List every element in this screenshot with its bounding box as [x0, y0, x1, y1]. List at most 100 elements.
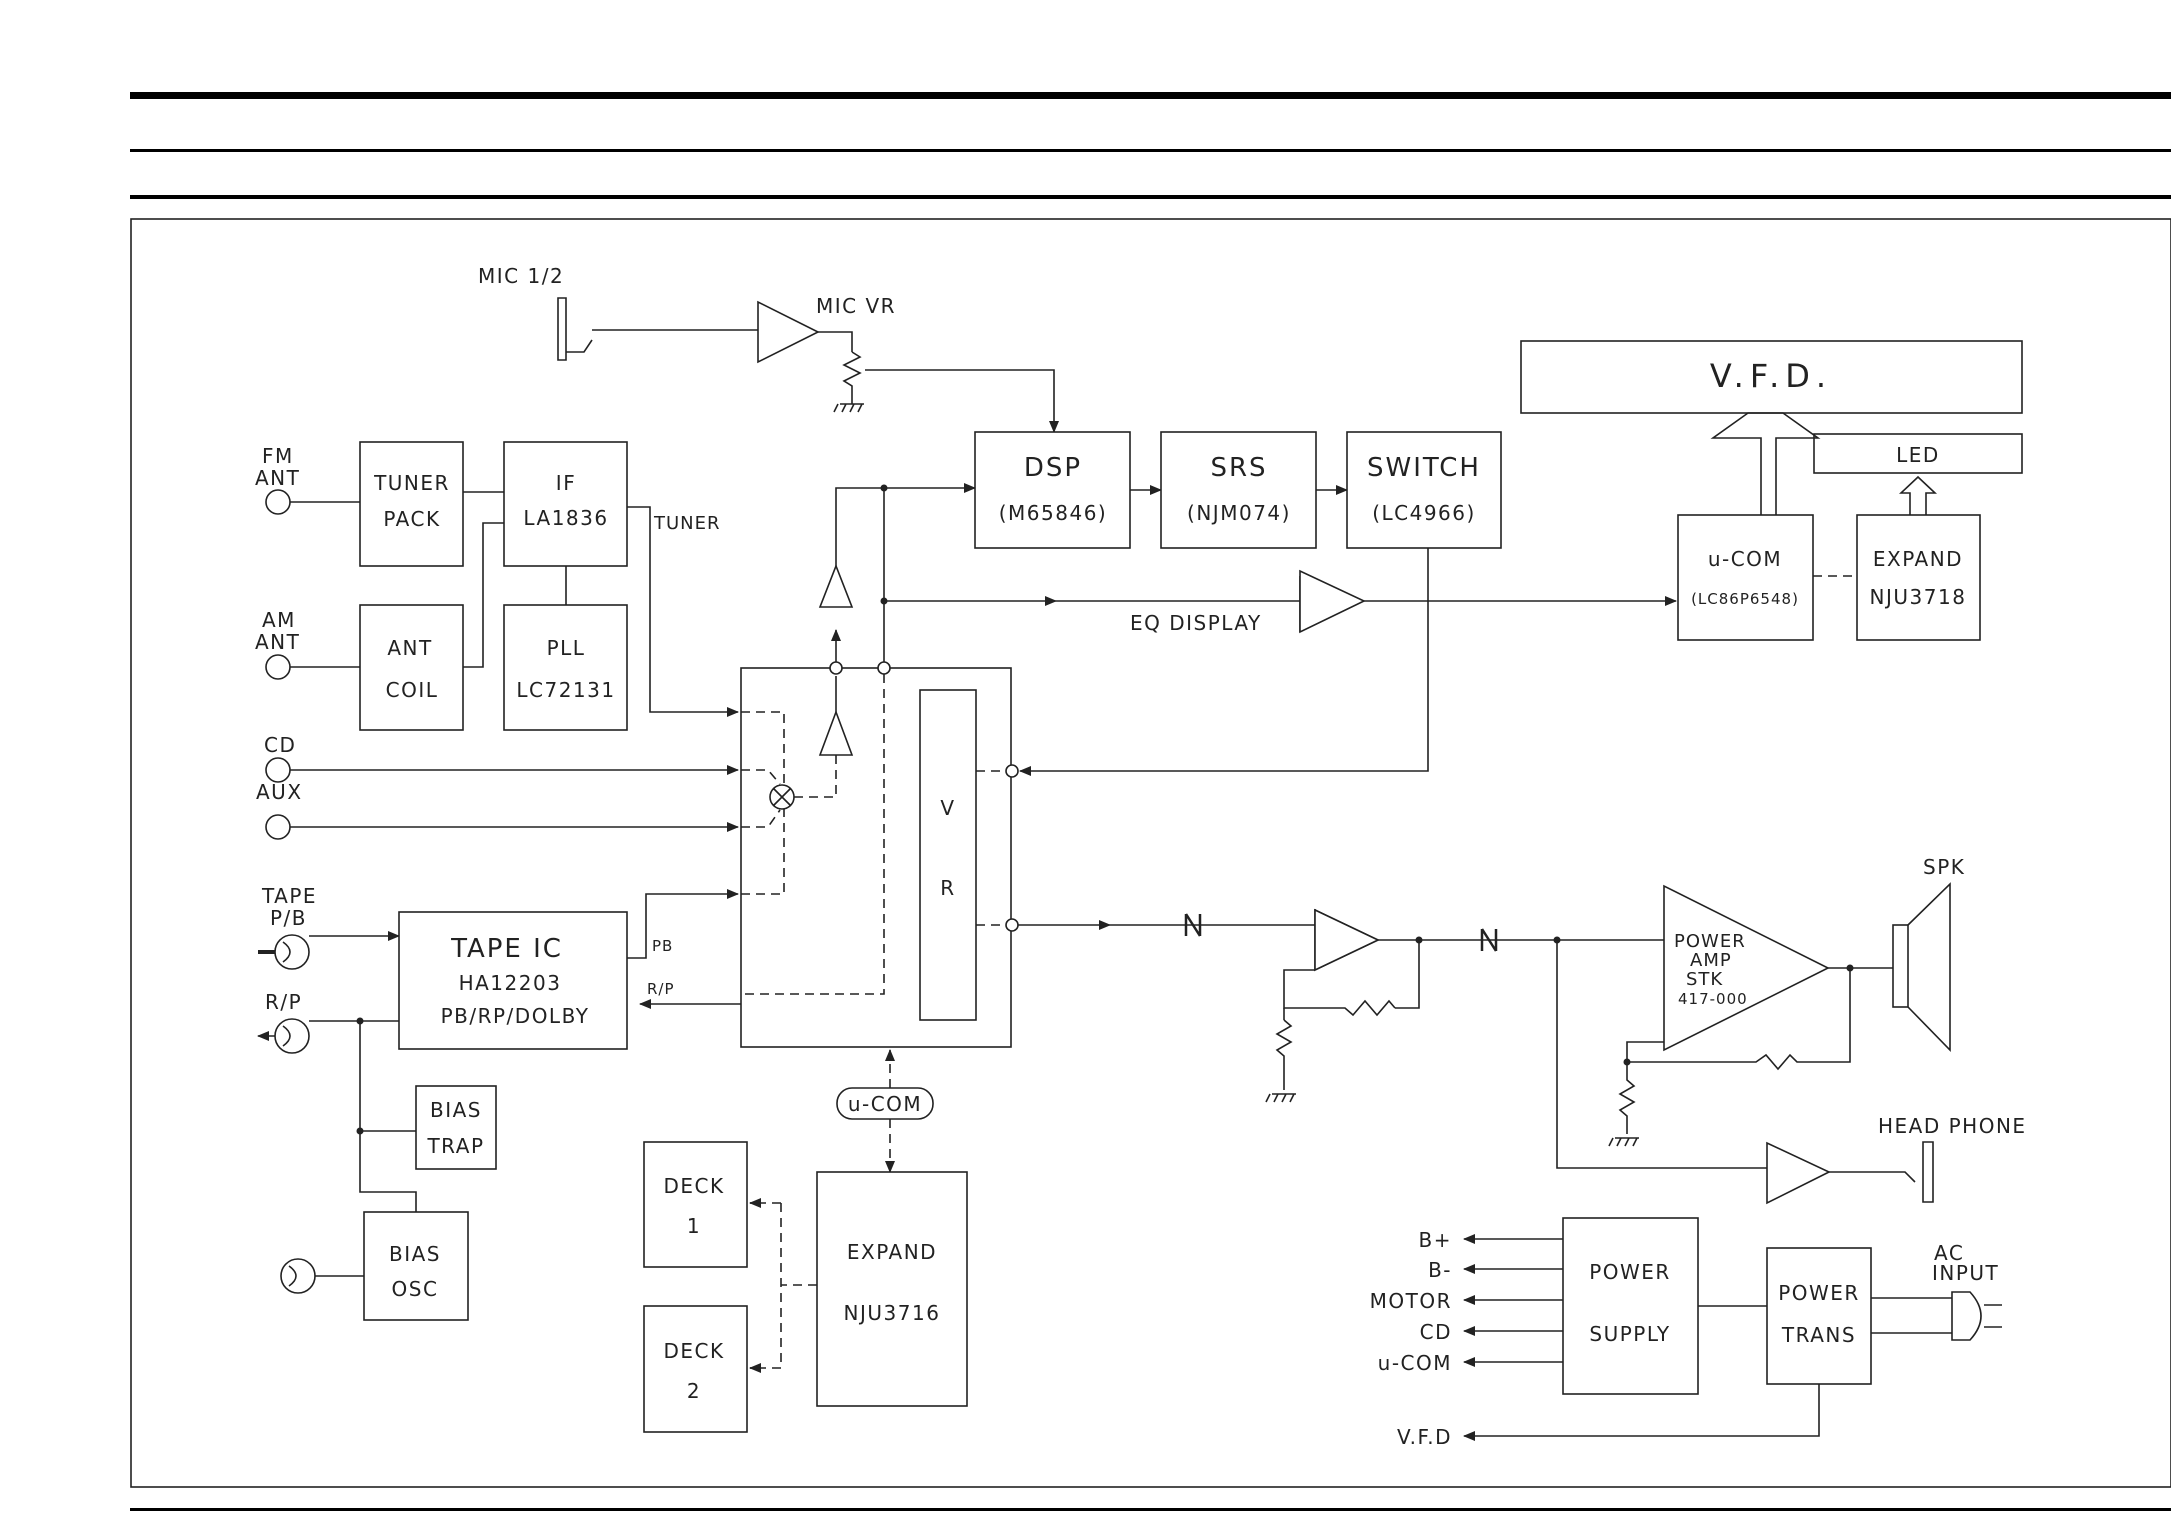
led-block [1813, 433, 2023, 474]
ucom-bus-badge [836, 1087, 934, 1120]
ac-plug-icon [1951, 1291, 2002, 1341]
ucom-block [1677, 514, 1814, 641]
tape-ic-block [398, 911, 628, 1050]
expand-bottom-text-2: NJU3716 [844, 1301, 941, 1325]
tuner-pack-block [359, 441, 464, 567]
tape-pb-label-2: P/B [270, 906, 307, 930]
amp-section: POWER AMP STK 417-000 SPK HEAD PHONE [1018, 855, 2027, 1205]
input-section: CD AUX [256, 733, 739, 840]
power-supply-text-2: SUPPLY [1589, 1322, 1670, 1346]
pb-line-label: PB [652, 937, 673, 955]
vfd-bus-arrow [1710, 412, 1821, 515]
if-block [503, 441, 628, 567]
vfd-block [1520, 340, 2023, 414]
power-out-label-motor: MOTOR [1370, 1289, 1452, 1313]
power-amp-triangle [1663, 884, 1830, 1052]
switch-block [1346, 431, 1502, 549]
eq-display-amp-triangle [1299, 569, 1366, 634]
ant-coil-text-2: COIL [386, 678, 439, 702]
power-trans-text-1: POWER [1778, 1281, 1860, 1305]
rp-label: R/P [265, 990, 302, 1014]
mic-vr-label: MIC VR [816, 294, 896, 318]
vr-text-2: R [940, 876, 955, 900]
led-text: LED [1896, 443, 1940, 467]
tape-pb-label-1: TAPE [261, 884, 317, 908]
bias-osc-block [363, 1211, 469, 1321]
tuner-pack-text-2: PACK [383, 507, 440, 531]
pll-block [503, 604, 628, 731]
power-supply-text-1: POWER [1589, 1260, 1671, 1284]
power-amp-text-4: 417-000 [1678, 990, 1748, 1008]
selector-section: V R [740, 483, 1300, 1048]
tuner-pack-text-1: TUNER [373, 471, 450, 495]
power-out-label-ucom: u-COM [1378, 1351, 1452, 1375]
power-out-label-cd: CD [1420, 1320, 1452, 1344]
srs-block [1160, 431, 1317, 549]
dsp-text-1: DSP [1024, 453, 1082, 483]
dsp-text-2: (M65846) [999, 501, 1107, 525]
output-buffer-triangle [818, 563, 854, 608]
bias-trap-block [415, 1085, 497, 1170]
bias-trap-text-2: TRAP [426, 1134, 484, 1158]
bias-osc-text-1: BIAS [389, 1242, 441, 1266]
ucom-text-1: u-COM [1708, 547, 1782, 571]
power-out-label-vfd: V.F.D [1397, 1425, 1452, 1449]
mic-jack-icon [557, 297, 593, 361]
rp-head-icon [257, 1018, 310, 1054]
if-text-2: LA1836 [523, 506, 608, 530]
cd-label: CD [264, 733, 296, 757]
fm-ant-label-2: ANT [255, 466, 300, 490]
mic-vr-resistor-icon [842, 351, 862, 400]
cd-jack-icon [265, 757, 291, 783]
expand-bottom-block [816, 1171, 968, 1407]
am-ant-label-2: ANT [255, 630, 300, 654]
deck-section: u-COM DECK 1 DECK 2 EXPAND NJU3716 [643, 1049, 968, 1433]
vr-block [919, 689, 977, 1021]
vfd-text: V.F.D. [1710, 357, 1832, 395]
power-outputs: B+ B- MOTOR CD u-COM V.F.D [1370, 1228, 1820, 1449]
dsp-chain: DSP (M65846) SRS (NJM074) SWITCH (LC4966… [974, 431, 1677, 776]
tape-ic-text-2: HA12203 [459, 971, 562, 995]
led-bus-arrow [1898, 475, 1938, 515]
deck1-text-1: DECK [663, 1174, 724, 1198]
pll-text-1: PLL [547, 636, 586, 660]
fm-ant-label-1: FM [262, 444, 294, 468]
head-phone-label: HEAD PHONE [1878, 1114, 2027, 1138]
dsp-block [974, 431, 1131, 549]
power-supply-block [1562, 1217, 1699, 1395]
srs-text-1: SRS [1210, 453, 1267, 483]
expand-bottom-text-1: EXPAND [847, 1240, 937, 1264]
power-section: POWER SUPPLY POWER TRANS AC INPUT B+ B- … [1370, 1217, 2002, 1449]
ant-coil-text-1: ANT [387, 636, 432, 660]
bias-osc-text-2: OSC [392, 1277, 439, 1301]
bias-trap-text-1: BIAS [430, 1098, 482, 1122]
power-amp-text-2: AMP [1690, 950, 1732, 971]
headphone-jack-icon [1922, 1141, 1934, 1203]
mic-amp-triangle [757, 300, 820, 364]
input-buffer-triangle [818, 709, 854, 756]
power-amp-text-3: STK [1686, 969, 1723, 990]
power-trans-block [1766, 1247, 1872, 1385]
spk-label: SPK [1923, 855, 1965, 879]
selector-block [740, 667, 1012, 1048]
power-amp-text-1: POWER [1674, 931, 1746, 952]
expand-top-text-1: EXPAND [1873, 547, 1963, 571]
amp-ground-resistor-icon [1618, 1062, 1636, 1134]
control-section: V.F.D. LED u-COM (LC86P6548) EXPAND NJU3… [1520, 340, 2023, 641]
capacitor-icon-2 [1480, 928, 1498, 952]
ucom-bus-label: u-COM [848, 1092, 922, 1116]
expand-top-block [1856, 514, 1981, 641]
rp-line-label: R/P [647, 980, 675, 998]
speaker-icon [1892, 882, 1951, 1052]
ucom-text-2: (LC86P6548) [1691, 590, 1799, 608]
power-out-label-b-minus: B- [1428, 1258, 1452, 1282]
headphone-amp-triangle [1766, 1141, 1831, 1205]
switch-text-2: (LC4966) [1372, 501, 1476, 525]
tuner-section: FM ANT TUNER PACK IF LA1836 TUNER PLL LC… [255, 441, 739, 731]
preamp-ground-resistor-icon [1275, 1019, 1293, 1090]
deck2-text-2: 2 [687, 1379, 701, 1403]
power-out-label-b-plus: B+ [1419, 1228, 1452, 1252]
aux-jack-icon [265, 814, 291, 840]
tape-ic-text-3: PB/RP/DOLBY [441, 1004, 590, 1028]
deck2-text-1: DECK [663, 1339, 724, 1363]
